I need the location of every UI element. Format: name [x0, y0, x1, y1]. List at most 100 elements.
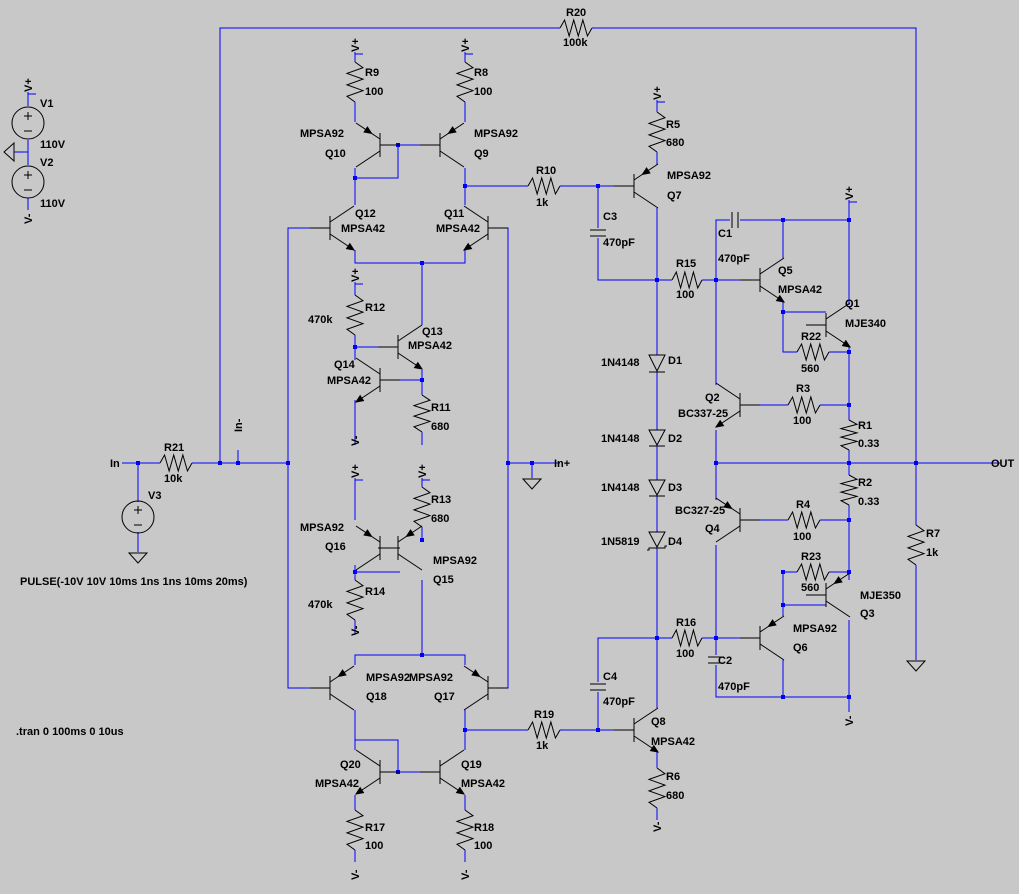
label-c3-name: C3	[603, 211, 617, 223]
ground-in-plus	[521, 478, 543, 490]
label-r12-value: 470k	[308, 314, 333, 326]
label-q9-name: Q9	[474, 148, 489, 160]
resistor-r12	[345, 294, 365, 336]
label-q17-model: MPSA92	[409, 672, 453, 684]
label-d1-model: 1N4148	[601, 357, 640, 369]
label-c3-value: 470pF	[603, 237, 635, 249]
label-r17-value: 100	[365, 840, 383, 852]
label-q14-model: MPSA42	[327, 375, 371, 387]
transistor-q16	[355, 525, 400, 571]
label-q19-model: MPSA42	[461, 778, 505, 790]
label-r17-name: R17	[365, 822, 385, 834]
resistor-r2	[839, 474, 859, 506]
resistor-r9	[345, 61, 365, 103]
label-r11-name: R11	[431, 402, 451, 414]
label-q9-model: MPSA92	[474, 128, 518, 140]
label-r10-value: 1k	[536, 197, 549, 209]
resistor-r19	[527, 720, 561, 740]
label-r1-value: 0.33	[858, 438, 879, 450]
transistor-q19	[420, 749, 466, 795]
label-r19-value: 1k	[536, 740, 549, 752]
transistor-q10	[355, 122, 400, 168]
resistor-r1	[839, 419, 859, 451]
label-q6-name: Q6	[793, 642, 808, 654]
label-r20-value: 100k	[563, 37, 588, 49]
label-r5-value: 680	[666, 137, 684, 149]
capacitor-c4	[590, 683, 606, 691]
label-r23-value: 560	[801, 582, 819, 594]
label-q13-name: Q13	[422, 326, 443, 338]
label-d3-name: D3	[668, 482, 682, 494]
label-q18-model: MPSA92	[366, 672, 410, 684]
label-q7-model: MPSA92	[667, 170, 711, 182]
label-d2-model: 1N4148	[601, 433, 640, 445]
resistor-r3	[787, 395, 821, 415]
capacitor-c2	[708, 656, 724, 664]
ground-v3	[127, 552, 149, 564]
resistor-r8	[455, 61, 475, 103]
components	[3, 18, 927, 851]
net-label-out: OUT	[991, 458, 1015, 470]
label-r6-value: 680	[666, 790, 684, 802]
label-v1-value: 110V	[40, 139, 66, 151]
net-flag-vminus: V-	[652, 821, 664, 832]
label-r15-name: R15	[676, 258, 696, 270]
label-r6-name: R6	[666, 771, 680, 783]
resistor-r11	[412, 394, 432, 433]
label-r8-name: R8	[474, 67, 488, 79]
transistor-q18	[310, 665, 355, 711]
label-q11-model: MPSA42	[436, 223, 480, 235]
label-r13-name: R13	[431, 494, 451, 506]
label-q2-model: BC337-25	[678, 408, 728, 420]
resistor-r21	[159, 453, 193, 473]
label-r3-name: R3	[796, 383, 810, 395]
label-r2-name: R2	[858, 477, 872, 489]
spice-directive: .tran 0 100ms 0 10us	[16, 726, 124, 738]
label-r2-value: 0.33	[858, 496, 879, 508]
net-flag-vminus: V-	[844, 715, 856, 726]
net-flag-vminus: V-	[350, 435, 362, 446]
transistor-q14	[354, 357, 400, 403]
label-r15-value: 100	[676, 289, 694, 301]
label-r22-name: R22	[801, 331, 821, 343]
label-c1-name: C1	[718, 228, 732, 240]
label-q16-name: Q16	[325, 541, 346, 553]
label-q2-name: Q2	[705, 392, 720, 404]
net-flag-vplus: V+	[350, 464, 362, 478]
diode-d4	[647, 531, 667, 551]
net-flag-vplus: V+	[23, 78, 35, 92]
label-q15-name: Q15	[433, 574, 454, 586]
label-q3-model: MJE350	[860, 590, 901, 602]
resistor-r6	[647, 767, 667, 809]
label-q17-name: Q17	[434, 691, 455, 703]
label-r1-name: R1	[858, 420, 872, 432]
label-r23-name: R23	[801, 551, 821, 563]
labels: R10.33R20.33R3100R4100R5680R6680R71kR810…	[16, 7, 1015, 880]
label-d4-model: 1N5819	[601, 536, 640, 548]
label-d1-name: D1	[668, 355, 682, 367]
capacitor-c3	[590, 229, 606, 237]
transistor-q5	[740, 257, 786, 303]
transistor-q13	[378, 324, 424, 370]
label-r3-value: 100	[793, 415, 811, 427]
net-flag-vplus: V+	[350, 268, 362, 282]
label-c2-name: C2	[718, 655, 732, 667]
label-r10-name: R10	[536, 165, 556, 177]
diode-d2	[648, 429, 666, 447]
net-label-in-minus: In-	[233, 418, 245, 432]
resistor-r10	[527, 176, 561, 196]
net-flag-vplus: V+	[652, 86, 664, 100]
label-r21-name: R21	[164, 442, 184, 454]
label-r9-value: 100	[365, 86, 383, 98]
label-q4-model: BC327-25	[675, 505, 725, 517]
label-q5-name: Q5	[778, 265, 793, 277]
label-r8-value: 100	[474, 86, 492, 98]
transistor-q12	[310, 205, 356, 251]
label-d3-model: 1N4148	[601, 482, 640, 494]
resistor-r4	[787, 510, 821, 530]
label-r16-name: R16	[676, 617, 696, 629]
label-c4-value: 470pF	[603, 696, 635, 708]
diode-d3	[648, 479, 666, 497]
label-q5-model: MPSA42	[778, 284, 822, 296]
label-d2-name: D2	[668, 433, 682, 445]
